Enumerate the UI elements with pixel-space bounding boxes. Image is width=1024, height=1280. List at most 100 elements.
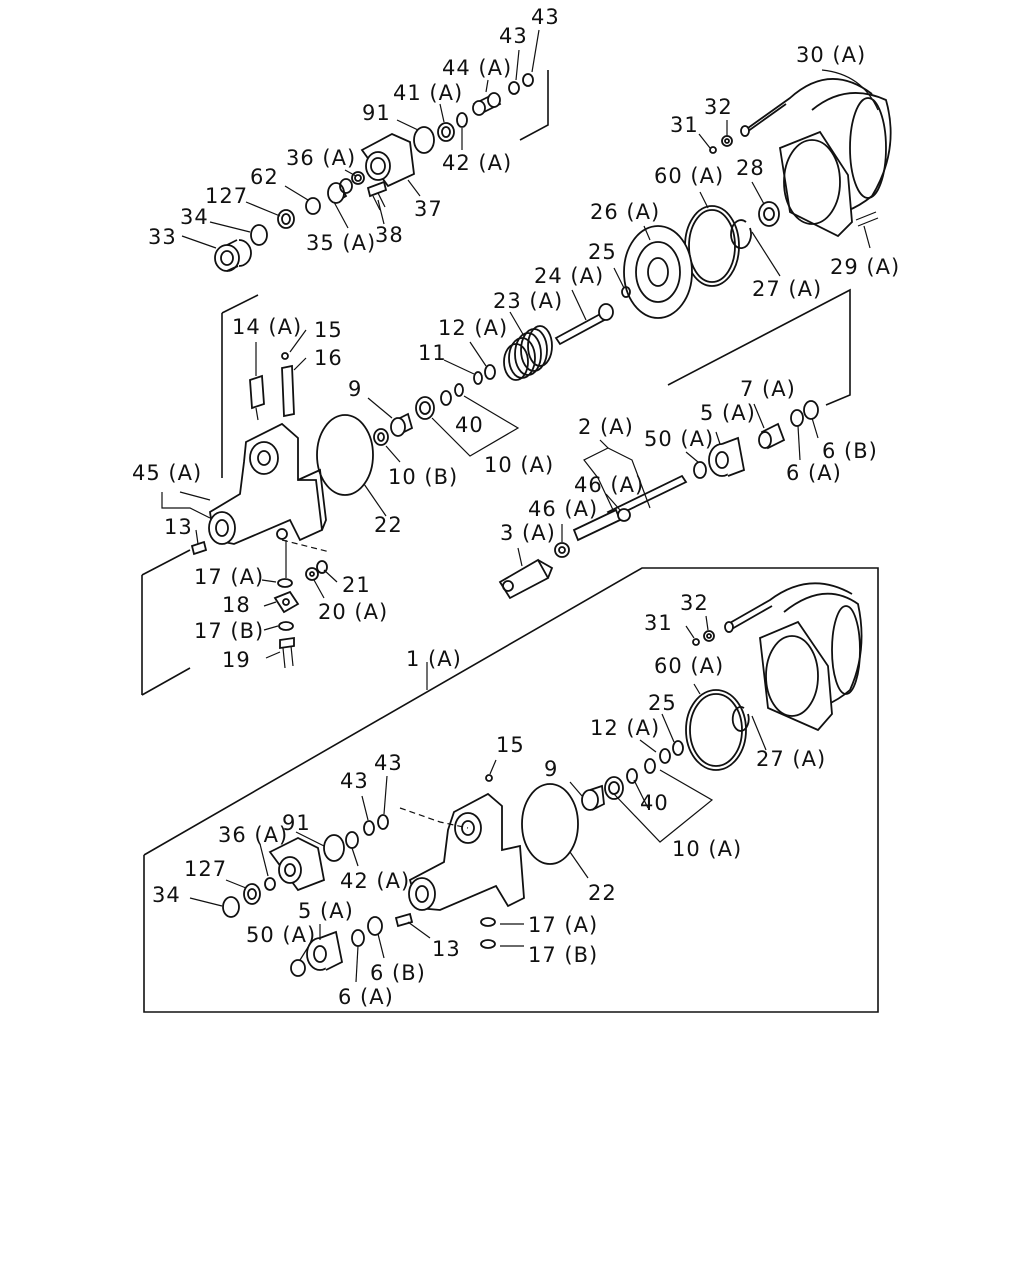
callout-43: 43 <box>531 5 560 29</box>
part-17b <box>278 621 294 631</box>
callout-14a: 14 (A) <box>232 315 302 339</box>
callout-25: 25 <box>588 240 617 264</box>
callout-labels: 43 43 44 (A) 41 (A) 91 36 (A) 62 127 34 … <box>132 5 900 1009</box>
part-3-clevis <box>498 558 554 600</box>
part-40-b <box>440 390 452 406</box>
part-29-bolt <box>855 211 879 227</box>
callout-7a: 7 (A) <box>740 377 796 401</box>
part-41 <box>437 122 455 142</box>
inset-part-127 <box>243 883 261 905</box>
callout-24a: 24 (A) <box>534 264 604 288</box>
part-9 <box>390 412 414 437</box>
part-26-diaphragm <box>623 225 693 319</box>
callout-21: 21 <box>342 573 371 597</box>
callout-34: 34 <box>152 883 181 907</box>
inset-part-15 <box>485 774 493 782</box>
callout-33: 33 <box>148 225 177 249</box>
part-17a <box>277 578 293 588</box>
callout-42a: 42 (A) <box>442 151 512 175</box>
part-19 <box>279 636 295 669</box>
callout-50a: 50 (A) <box>246 923 316 947</box>
callout-9: 9 <box>544 757 558 781</box>
part-32 <box>721 135 733 147</box>
callout-42a: 42 (A) <box>340 869 410 893</box>
part-18 <box>273 590 300 614</box>
inset-part-91-oring <box>323 834 345 862</box>
part-5a <box>708 436 746 477</box>
callout-46a: 46 (A) <box>574 473 644 497</box>
callout-13: 13 <box>164 515 193 539</box>
inset-part-40-a <box>644 758 656 774</box>
inset-part-32 <box>703 630 715 642</box>
callout-16: 16 <box>314 346 343 370</box>
inset-assembly <box>222 582 863 977</box>
callout-37: 37 <box>414 197 443 221</box>
callout-12a: 12 (A) <box>590 716 660 740</box>
part-13-pin <box>190 540 208 556</box>
part-91-oring <box>413 126 435 154</box>
part-7a <box>758 422 786 450</box>
callout-10a: 10 (A) <box>672 837 742 861</box>
callout-43: 43 <box>340 769 369 793</box>
callout-32: 32 <box>704 95 733 119</box>
callout-1a: 1 (A) <box>406 647 462 671</box>
leader-lines <box>161 29 879 983</box>
inset-part-6a <box>351 929 365 947</box>
part-11 <box>473 371 483 385</box>
callout-13: 13 <box>432 937 461 961</box>
callout-6b: 6 (B) <box>370 961 426 985</box>
inset-part-25 <box>672 740 684 756</box>
callout-12a: 12 (A) <box>438 316 508 340</box>
callout-29a: 29 (A) <box>830 255 900 279</box>
inset-part-36 <box>264 877 276 891</box>
callout-17b: 17 (B) <box>194 619 264 643</box>
part-62-ring <box>305 197 321 215</box>
callout-6a: 6 (A) <box>786 461 842 485</box>
callout-32: 32 <box>680 591 709 615</box>
callout-2a: 2 (A) <box>578 415 634 439</box>
callout-36a: 36 (A) <box>218 823 288 847</box>
callout-44a: 44 (A) <box>442 56 512 80</box>
callout-50a: 50 (A) <box>644 427 714 451</box>
callout-60a: 60 (A) <box>654 654 724 678</box>
inset-part-12 <box>659 748 671 764</box>
inset-dashed-guide <box>399 807 469 829</box>
part-12 <box>484 364 496 380</box>
inset-part-17a <box>480 917 496 927</box>
part-27-snapring <box>730 219 752 250</box>
callout-31: 31 <box>670 113 699 137</box>
callout-3a: 3 (A) <box>500 521 556 545</box>
callout-28: 28 <box>736 156 765 180</box>
callout-41a: 41 (A) <box>393 81 463 105</box>
callout-46a: 46 (A) <box>528 497 598 521</box>
callout-17a: 17 (A) <box>194 565 264 589</box>
part-10b <box>373 428 389 446</box>
inset-part-40-b <box>626 768 638 784</box>
callout-38: 38 <box>375 223 404 247</box>
inset-part-5a <box>306 930 344 971</box>
part-24-rod <box>554 303 614 346</box>
callout-5a: 5 (A) <box>700 401 756 425</box>
inset-part-50a <box>290 959 306 977</box>
part-25 <box>621 286 631 298</box>
inset-part-60-oring <box>685 689 747 771</box>
part-top-housing <box>360 132 415 188</box>
callout-10a: 10 (A) <box>484 453 554 477</box>
part-127 <box>277 209 295 229</box>
part-60-oring <box>684 205 740 287</box>
callout-30a: 30 (A) <box>796 43 866 67</box>
callout-6b: 6 (B) <box>822 439 878 463</box>
part-2-rod <box>572 474 688 542</box>
inset-part-31 <box>692 638 700 646</box>
callout-15: 15 <box>496 733 525 757</box>
part-23-spring <box>503 325 553 381</box>
part-21 <box>316 560 328 574</box>
part-43-ring-2 <box>522 73 534 87</box>
inset-part-13-pin <box>394 912 414 928</box>
inset-part-9 <box>581 784 605 811</box>
callout-91: 91 <box>362 101 391 125</box>
inset-part-6b <box>367 916 383 936</box>
part-38-bolt <box>366 180 388 211</box>
callout-62: 62 <box>250 165 279 189</box>
